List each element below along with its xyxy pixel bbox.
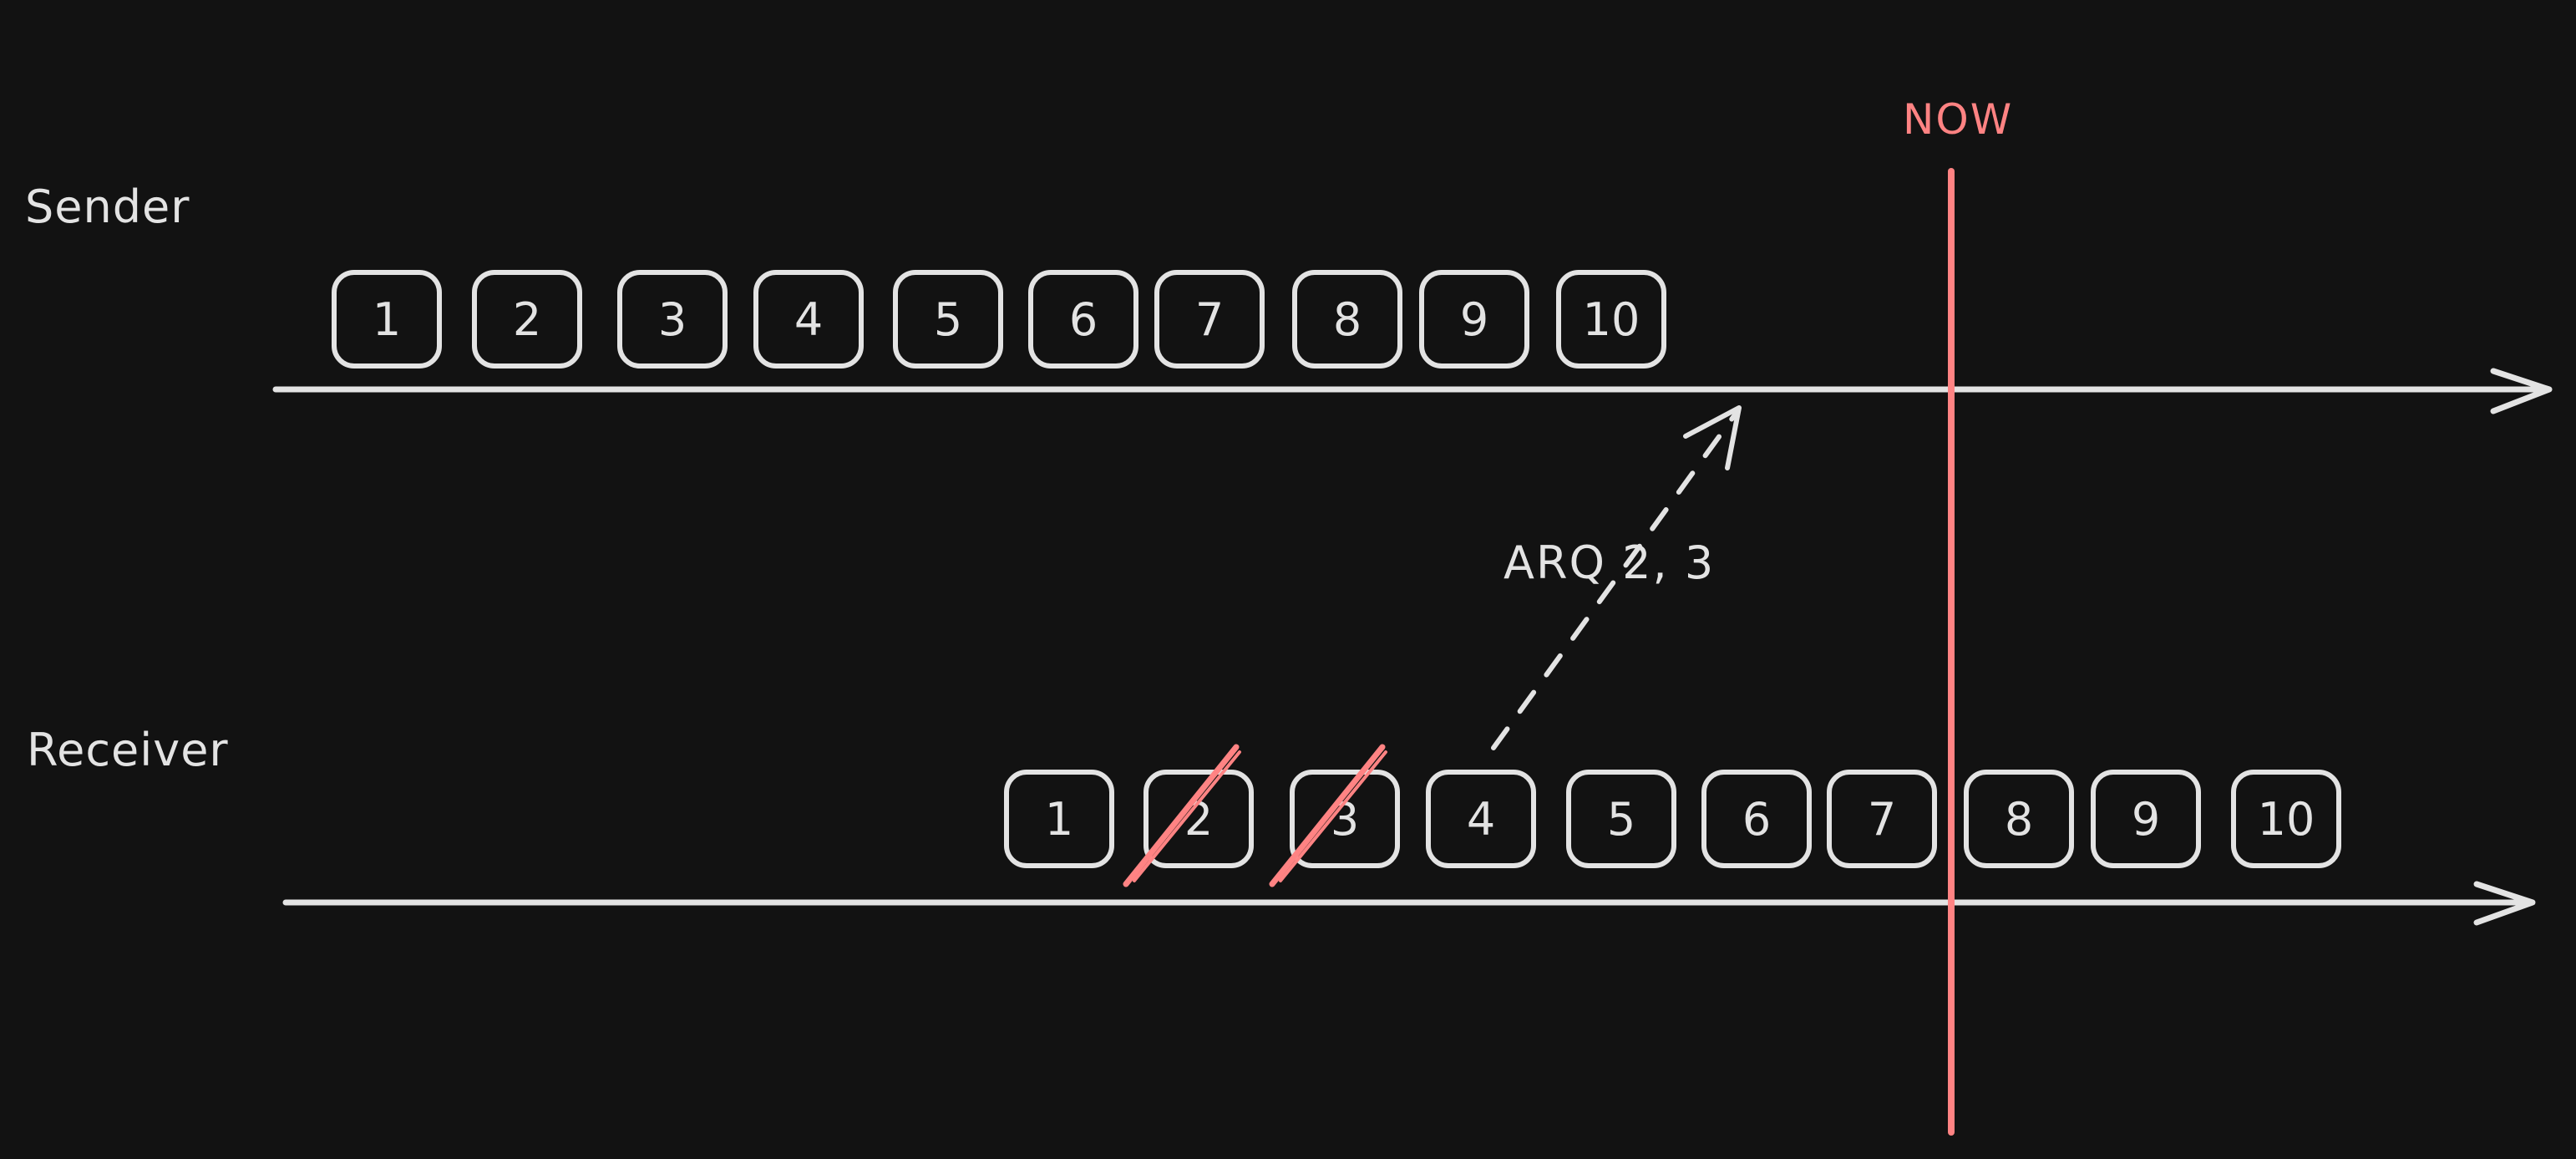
arq-request-arrow: [1491, 411, 1738, 750]
sender-timeline-arrowhead: [2490, 368, 2553, 414]
sender-packet-box: [472, 270, 582, 369]
receiver-packet: 9: [2091, 770, 2201, 868]
receiver-packet: 5: [1566, 770, 1676, 868]
receiver-packet-box: [1827, 770, 1937, 868]
sender-packet-box: [1556, 270, 1666, 369]
receiver-packet: 4: [1426, 770, 1536, 868]
sender-packet: 10: [1556, 270, 1666, 369]
receiver-packet-box: [1290, 770, 1400, 868]
receiver-packet-label: 1: [1045, 793, 1073, 846]
sender-packet: 6: [1028, 270, 1138, 369]
sender-packet-label: 5: [934, 293, 962, 346]
sender-packet: 1: [332, 270, 442, 369]
receiver-packet-box: [1964, 770, 2074, 868]
arq-request-label: ARQ 2, 3: [1504, 536, 1716, 589]
sender-packet-box: [1028, 270, 1138, 369]
sender-packet-label: 6: [1069, 293, 1098, 346]
receiver-packet: 6: [1701, 770, 1812, 868]
sender-packet-label: 1: [373, 293, 401, 346]
sender-packet-label: 3: [658, 293, 687, 346]
receiver-packet-label: 5: [1607, 793, 1635, 846]
receiver-packet-label: 9: [2132, 793, 2160, 846]
receiver-packet-label: 4: [1467, 793, 1495, 846]
receiver-packet-box: [1566, 770, 1676, 868]
receiver-packet-box: [1143, 770, 1254, 868]
receiver-packet: 7: [1827, 770, 1937, 868]
sender-packet: 2: [472, 270, 582, 369]
sender-packet-label: 10: [1583, 293, 1640, 346]
sender-packet-label: 9: [1460, 293, 1488, 346]
receiver-packet-box: [2231, 770, 2341, 868]
receiver-packet-label: 6: [1742, 793, 1771, 846]
receiver-packet-box: [2091, 770, 2201, 868]
receiver-packet-box: [1004, 770, 1114, 868]
sender-packet-box: [332, 270, 442, 369]
lost-packet-strike: [1123, 744, 1240, 887]
receiver-packet-label: 7: [1868, 793, 1896, 846]
receiver-packet: 10: [2231, 770, 2341, 868]
lost-packet-strike: [1269, 744, 1386, 887]
lost-packet-strike: [1133, 750, 1241, 882]
receiver-timeline-arrowhead: [2473, 881, 2536, 926]
receiver-packet-box: [1426, 770, 1536, 868]
sender-packet-box: [617, 270, 728, 369]
sender-packet-label: 8: [1333, 293, 1362, 346]
receiver-packet-label: 8: [2005, 793, 2033, 846]
receiver-label: Receiver: [27, 724, 229, 776]
sender-packet: 5: [893, 270, 1003, 369]
sender-packet-label: 4: [794, 293, 823, 346]
sender-label: Sender: [25, 180, 190, 233]
sender-packet-label: 7: [1195, 293, 1224, 346]
sender-packet: 8: [1292, 270, 1402, 369]
sender-packet-box: [753, 270, 864, 369]
now-label: NOW: [1903, 95, 2014, 144]
receiver-packet: 1: [1004, 770, 1114, 868]
arq-request-arrowhead: [1683, 405, 1742, 470]
receiver-packet: 3: [1290, 770, 1400, 868]
sender-packet: 9: [1419, 270, 1529, 369]
receiver-packet: 8: [1964, 770, 2074, 868]
sender-packet: 4: [753, 270, 864, 369]
sender-packet-box: [1154, 270, 1265, 369]
sender-packet: 3: [617, 270, 728, 369]
receiver-packet: 2: [1143, 770, 1254, 868]
lost-packet-strike: [1279, 750, 1387, 882]
receiver-packet-label: 10: [2258, 793, 2315, 846]
sender-packet-box: [893, 270, 1003, 369]
sender-packet-box: [1419, 270, 1529, 369]
sender-packet-box: [1292, 270, 1402, 369]
receiver-packet-box: [1701, 770, 1812, 868]
sender-packet: 7: [1154, 270, 1265, 369]
sender-packet-label: 2: [513, 293, 541, 346]
